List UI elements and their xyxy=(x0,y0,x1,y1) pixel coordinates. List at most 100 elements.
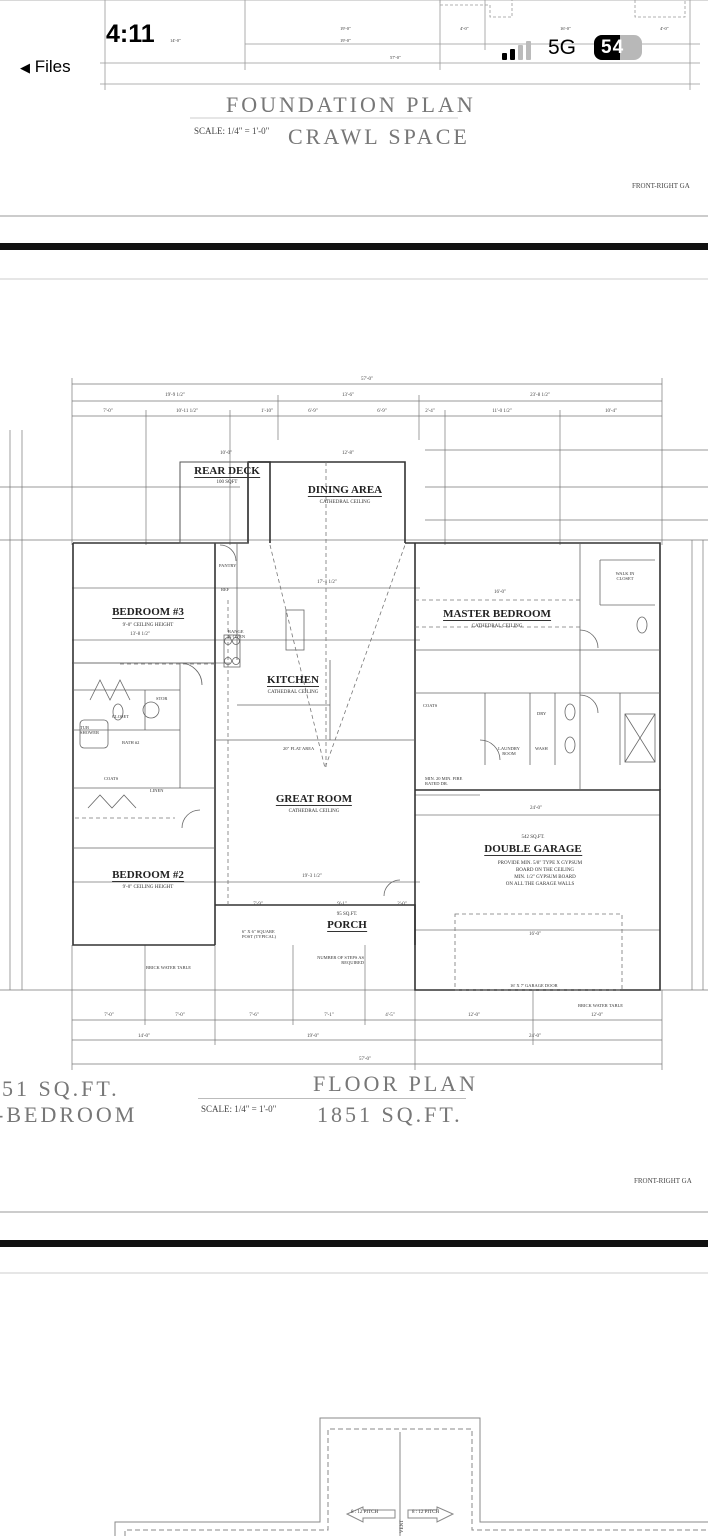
small-label: DRY xyxy=(537,711,547,716)
dim-label: 19'-0" xyxy=(340,26,351,31)
dim-label: 24'-0" xyxy=(528,1034,542,1039)
small-label: BATH #2 xyxy=(122,740,140,745)
small-label: MIN. 20 MIN. FIRE RATED DR. xyxy=(425,776,463,786)
room-label-rear-deck: REAR DECK xyxy=(194,465,260,478)
garage-note: PROVIDE MIN. 5/8" TYPE X GYPSUM xyxy=(497,861,583,866)
pitch-label-right: 8 : 12 PITCH xyxy=(412,1510,440,1515)
foundation-scale: SCALE: 1/4" = 1'-0" xyxy=(194,126,270,136)
dashed-lines xyxy=(75,462,623,991)
dim-label: 7'-1" xyxy=(324,1013,334,1018)
page-corner-label: FRONT-RIGHT GA xyxy=(632,182,690,190)
dim-label: 4'-0" xyxy=(460,26,469,31)
dim-label: 2'-4" xyxy=(425,409,435,414)
small-label: BRICK WATER TABLE xyxy=(578,1003,623,1008)
small-label: WALK IN CLOSET xyxy=(615,571,635,581)
garage-note: ON ALL THE GARAGE WALLS xyxy=(505,882,575,887)
room-label-bedroom-3: BEDROOM #3 xyxy=(112,606,184,619)
floor-plan-dimension-lines xyxy=(0,378,708,1070)
dim-label: 11'-0 1/2" xyxy=(492,409,512,414)
room-label-great-room: GREAT ROOM xyxy=(275,793,353,806)
room-label-porch: PORCH xyxy=(327,919,367,932)
small-label: RANGE & OVEN xyxy=(228,629,246,639)
dim-label: 57'-0" xyxy=(360,377,374,382)
dim-label: 7'-0" xyxy=(175,1013,185,1018)
small-label: STOR xyxy=(156,696,168,701)
title-divider xyxy=(198,1098,466,1099)
roof-plan xyxy=(114,1417,708,1536)
network-type: 5G xyxy=(548,36,577,59)
small-label: BRICK WATER TABLE xyxy=(146,965,191,970)
small-label: WASH xyxy=(535,746,548,751)
floor-plan-scale: SCALE: 1/4" = 1'-0" xyxy=(201,1104,277,1114)
room-label-dining-area: DINING AREA xyxy=(307,484,383,497)
room-label-double-garage: DOUBLE GARAGE xyxy=(484,843,582,856)
small-label: NUMBER OF STEPS AS REQUIRED xyxy=(317,955,364,965)
garage-note: MIN. 1/2" GYPSUM BOARD xyxy=(514,875,576,880)
left-title-bedroom: -BEDROOM xyxy=(0,1102,138,1127)
dim-label: 1'-10" xyxy=(260,409,274,414)
dim-label: 23'-8 1/2" xyxy=(530,393,550,398)
room-note: CATHEDRAL CEILING xyxy=(319,500,371,505)
small-label: REF xyxy=(221,587,230,592)
dim-label: 7'-0" xyxy=(103,409,113,414)
dim-label: 12'-0" xyxy=(467,1013,481,1018)
room-label-bedroom-2: BEDROOM #2 xyxy=(112,869,184,882)
page-corner-label: FRONT-RIGHT GA xyxy=(634,1177,692,1185)
dim-label: 14'-0" xyxy=(170,38,181,43)
dim-label: 57'-0" xyxy=(358,1057,372,1062)
small-label: 16' X 7' GARAGE DOOR xyxy=(510,983,558,988)
room-note: 95 SQ.FT. xyxy=(336,912,358,917)
room-note: 9'-0" CEILING HEIGHT xyxy=(122,623,174,628)
left-title-sqft: 851 SQ.FT. xyxy=(0,1076,120,1101)
dim-label: 2'-0" xyxy=(397,902,407,907)
room-note: CATHEDRAL CEILING xyxy=(471,624,523,629)
room-note: 100 SQFT xyxy=(216,480,238,485)
floor-plan-title: FLOOR PLAN xyxy=(313,1071,479,1096)
garage-note: BOARD ON THE CEILING xyxy=(515,868,575,873)
floor-plan-walls xyxy=(72,461,661,991)
vent-label: VENT xyxy=(400,1519,406,1534)
dim-label: 19'-0" xyxy=(340,38,351,43)
foundation-plan-subtitle: CRAWL SPACE xyxy=(288,124,470,149)
small-label: CLOSET xyxy=(112,714,130,719)
back-to-files-button[interactable]: ◀ Files xyxy=(20,57,71,77)
dim-label: 6'-9" xyxy=(377,409,387,414)
dim-label: 12'-8" xyxy=(341,451,355,456)
battery-icon: 54 xyxy=(594,35,642,60)
room-note: 542 SQ.FT. xyxy=(521,835,545,840)
dim-label: 13'-8 1/2" xyxy=(130,632,150,637)
foundation-plan-title: FOUNDATION PLAN xyxy=(226,92,476,117)
room-label-master-bedroom: MASTER BEDROOM xyxy=(443,608,551,621)
interior-lines xyxy=(73,543,660,849)
room-note: 9'-0" CEILING HEIGHT xyxy=(122,885,174,890)
dim-label: 19'-0" xyxy=(306,1034,320,1039)
small-label: COATS xyxy=(423,703,438,708)
small-label: 6" X 6" SQUARE POST (TYPICAL) xyxy=(242,929,277,939)
dim-label: 7'-0" xyxy=(104,1013,114,1018)
dim-label: 10'-11 1/2" xyxy=(175,409,199,414)
room-label-kitchen: KITCHEN xyxy=(267,674,319,687)
dim-label: 14'-0" xyxy=(137,1034,151,1039)
dim-label: 13'-6" xyxy=(341,393,355,398)
dim-label: 7'-6" xyxy=(249,1013,259,1018)
dim-label: 10'-0" xyxy=(219,451,233,456)
dim-label: 12'-0" xyxy=(590,1013,604,1018)
dim-label: 16'-0" xyxy=(528,932,542,937)
cellular-signal-icon xyxy=(502,41,531,60)
back-arrow-icon: ◀ xyxy=(20,60,30,75)
dim-label: 24'-0" xyxy=(529,806,543,811)
battery-level-fill xyxy=(594,35,620,60)
small-label: 20" FLAT AREA xyxy=(283,746,315,751)
dim-label: 19'-9 1/2" xyxy=(165,393,185,398)
dim-label: 10'-4" xyxy=(604,409,618,414)
back-label: Files xyxy=(34,57,71,76)
dim-label: 4'-0" xyxy=(660,26,669,31)
small-label: LAUNDRY ROOM xyxy=(498,746,520,756)
dim-label: 17'-1 1/2" xyxy=(317,580,337,585)
dim-label: 57'-0" xyxy=(390,55,401,60)
room-note: CATHEDRAL CEILING xyxy=(288,809,340,814)
dim-label: 16'-0" xyxy=(493,590,507,595)
dim-label: 6'-9" xyxy=(308,409,318,414)
doors xyxy=(87,544,599,897)
